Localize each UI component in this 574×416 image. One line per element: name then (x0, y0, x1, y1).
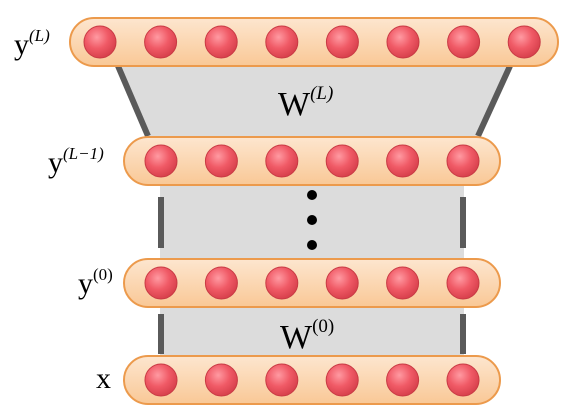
neuron (386, 25, 420, 59)
layer-label-penultimate: y(L−1) (48, 144, 104, 179)
layer-top (69, 17, 559, 67)
weight-label-bottom: W(0) (280, 316, 334, 356)
connector-top-left (115, 64, 151, 138)
connector-top-right (475, 64, 513, 138)
neuron (325, 144, 359, 178)
weight-band-top (118, 64, 510, 140)
neuron (204, 25, 238, 59)
neuron (144, 144, 178, 178)
layer-bar (69, 17, 559, 67)
ellipsis-dot (307, 215, 317, 225)
layer-label-input: x (96, 362, 111, 395)
neuron (204, 144, 238, 178)
neuron (265, 144, 299, 178)
layer-label-first-hidden: y(0) (78, 265, 113, 300)
neuron (265, 25, 299, 59)
neuron (325, 266, 359, 300)
weight-label-top: W(L) (278, 83, 333, 123)
neuron (447, 25, 481, 59)
neuron (83, 25, 117, 59)
neuron (265, 363, 299, 397)
neuron (204, 363, 238, 397)
layer-label-top: y(L) (14, 26, 50, 61)
layer-penultimate (123, 136, 501, 186)
neuron (265, 266, 299, 300)
neuron (446, 266, 480, 300)
neuron (446, 144, 480, 178)
neuron (446, 363, 480, 397)
neuron (325, 25, 359, 59)
ellipsis-dot (307, 240, 317, 250)
neuron (507, 25, 541, 59)
neuron (144, 363, 178, 397)
layer-bar (123, 355, 501, 405)
weight-band-bottom (160, 303, 464, 359)
neuron (144, 25, 178, 59)
layer-bar (123, 258, 501, 308)
neuron (204, 266, 238, 300)
neuron (386, 266, 420, 300)
neuron (386, 363, 420, 397)
layer-input (123, 355, 501, 405)
layer-first-hidden (123, 258, 501, 308)
layer-bar (123, 136, 501, 186)
neuron (386, 144, 420, 178)
neuron (144, 266, 178, 300)
ellipsis-dot (307, 190, 317, 200)
neuron (325, 363, 359, 397)
